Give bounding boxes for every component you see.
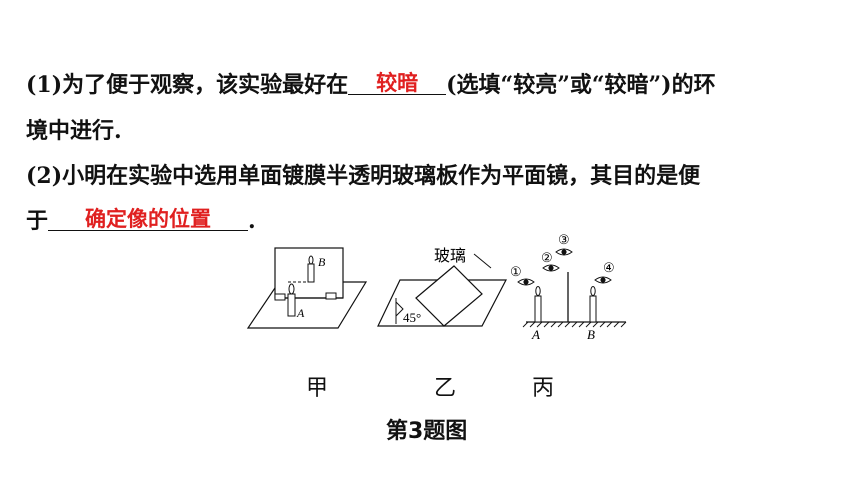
candle-b <box>589 295 597 323</box>
glass-label: 玻璃 <box>434 247 466 265</box>
marker-4: ④ <box>603 260 615 275</box>
q1-text-after: (选填“较亮”或“较暗”)的环 <box>446 72 716 98</box>
figure-label-jia: 甲 <box>306 376 329 401</box>
support-block-left <box>274 293 286 301</box>
label-a: A <box>531 327 540 342</box>
marker-1: ① <box>510 264 522 279</box>
tilted-glass <box>415 265 483 327</box>
figure-caption: 第3题图 <box>386 419 468 444</box>
q2-text-line-1: (2)小明在实验中选用单面镀膜半透明玻璃板作为平面镜，其目的是便 <box>26 163 701 189</box>
question-2-line-1: (2)小明在实验中选用单面镀膜半透明玻璃板作为平面镜，其目的是便 <box>26 161 700 191</box>
figure-yi: 玻璃 45° <box>377 247 507 327</box>
eye-1-icon <box>517 278 535 286</box>
eye-3-icon <box>555 248 573 256</box>
label-a: A <box>296 306 305 320</box>
figure-bing: A B ① ② ③ ④ <box>510 232 627 342</box>
question-2-line-2: 于 确定像的位置. <box>26 206 256 236</box>
q1-answer: 较暗 <box>376 71 419 95</box>
flame-b-icon <box>308 255 314 265</box>
q2-answer: 确定像的位置 <box>85 207 212 231</box>
figure-label-yi: 乙 <box>434 376 457 401</box>
eye-4-icon <box>594 276 612 284</box>
figure-jia: B A <box>246 247 368 329</box>
glass-pointer-line <box>473 253 492 269</box>
marker-3: ③ <box>558 232 570 247</box>
label-b: B <box>587 327 595 342</box>
candle-a <box>534 295 542 323</box>
figure-label-bing: 丙 <box>532 376 555 401</box>
q2-text-after: . <box>248 208 256 234</box>
angle-label: 45° <box>403 310 421 325</box>
marker-2: ② <box>541 250 553 265</box>
q1-text-before: (1)为了便于观察，该实验最好在 <box>26 72 349 98</box>
flame-a-icon <box>288 283 295 295</box>
flame-b-icon <box>590 286 596 296</box>
label-b: B <box>318 255 326 269</box>
eye-2-icon <box>542 264 560 272</box>
ground-hatching <box>522 321 627 328</box>
q1-answer-blank: 较暗 <box>348 70 447 95</box>
q2-answer-blank: 确定像的位置 <box>48 206 249 231</box>
q2-text-before: 于 <box>26 208 49 234</box>
question-1-line-2: 境中进行. <box>26 116 122 146</box>
question-1-line-1: (1)为了便于观察，该实验最好在 较暗 (选填“较亮”或“较暗”)的环 <box>26 70 716 100</box>
q1-text-line-2: 境中进行. <box>26 118 122 144</box>
candle-b <box>307 263 315 283</box>
support-block-right <box>325 292 337 300</box>
flame-a-icon <box>535 286 541 296</box>
angle-arrow-icon <box>395 300 404 318</box>
candle-a <box>287 293 296 317</box>
